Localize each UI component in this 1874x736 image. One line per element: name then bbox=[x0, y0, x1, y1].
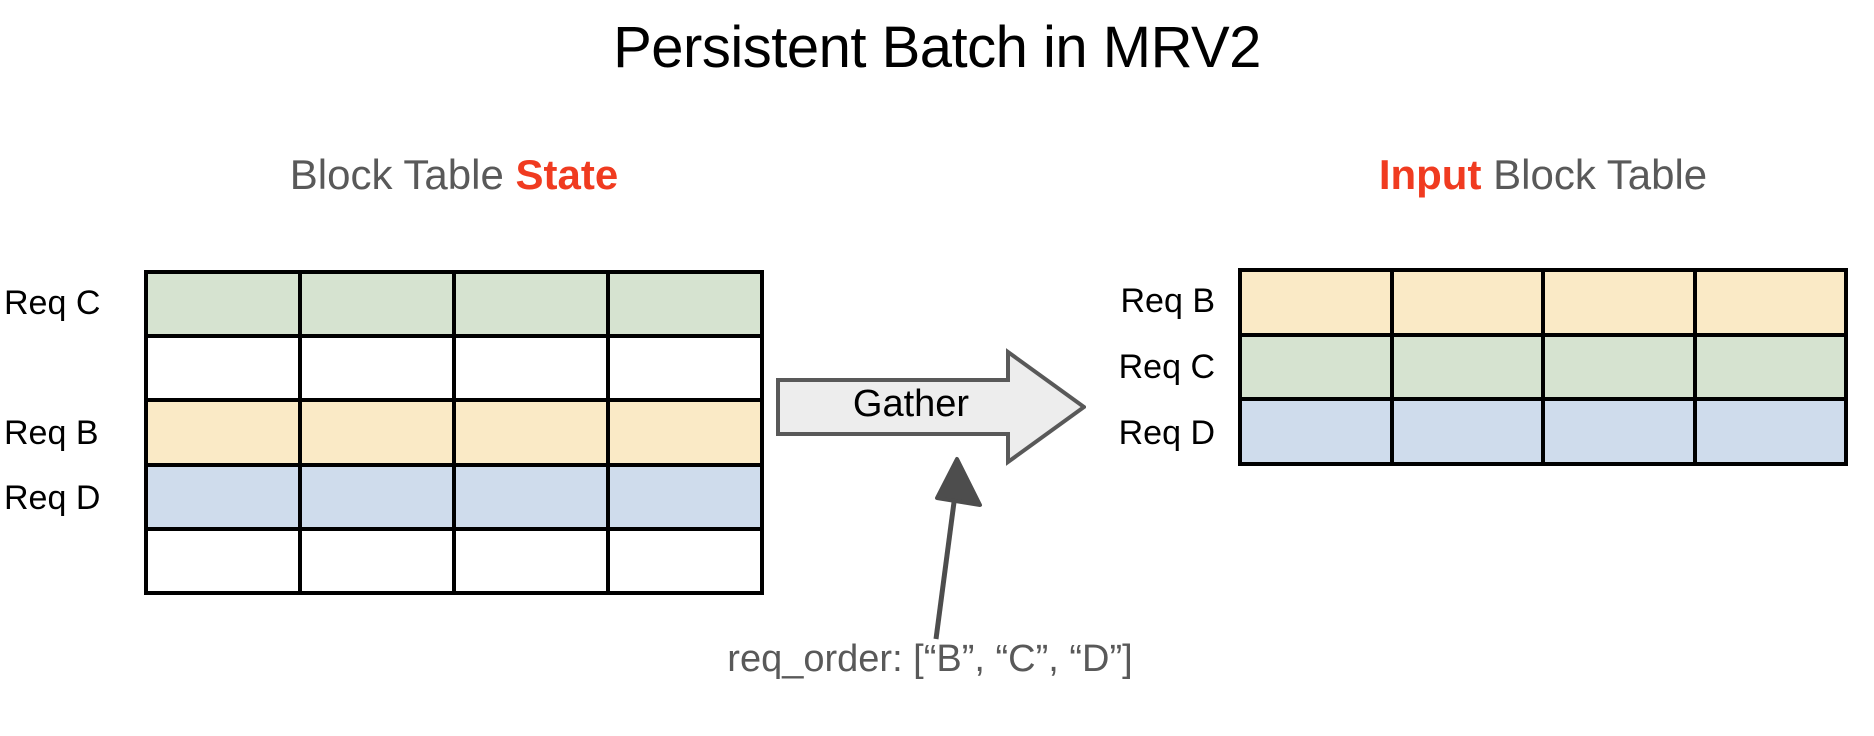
req-order-annotation: req_order: [“B”, “C”, “D”] bbox=[727, 638, 1133, 680]
table-cell bbox=[1242, 336, 1390, 398]
table-cell bbox=[610, 338, 760, 399]
table-cell bbox=[148, 466, 298, 527]
table-cell bbox=[302, 402, 452, 463]
row-label-req-b: Req B bbox=[1120, 282, 1216, 320]
row-label-req-c: Req C bbox=[1118, 348, 1215, 386]
table-cell bbox=[1242, 272, 1390, 333]
block-table-state-grid bbox=[144, 270, 764, 595]
gather-label: Gather bbox=[852, 383, 970, 425]
table-cell bbox=[456, 466, 606, 527]
heading-right-accent: Input bbox=[1378, 151, 1482, 198]
block-arrow-right-icon bbox=[776, 348, 1086, 466]
heading-left-accent: State bbox=[515, 151, 619, 198]
table-cell bbox=[610, 274, 760, 335]
table-cell bbox=[302, 274, 452, 335]
input-block-table-heading: Input Block Table bbox=[1238, 151, 1848, 198]
callout-arrow-up-icon bbox=[933, 457, 982, 640]
row-label-req-d: Req D bbox=[4, 478, 101, 517]
heading-right-suffix: Block Table bbox=[1481, 151, 1708, 198]
table-cell bbox=[610, 530, 760, 591]
table-cell bbox=[456, 402, 606, 463]
table-cell bbox=[456, 338, 606, 399]
table-cell bbox=[148, 274, 298, 335]
table-cell bbox=[1545, 272, 1693, 333]
row-label-req-b: Req B bbox=[4, 413, 99, 452]
table-cell bbox=[148, 338, 298, 399]
table-cell bbox=[1696, 401, 1844, 462]
table-cell bbox=[148, 530, 298, 591]
table-cell bbox=[1393, 336, 1541, 398]
block-table-state-heading: Block Table State bbox=[144, 151, 764, 198]
table-cell bbox=[610, 466, 760, 527]
row-label-req-c: Req C bbox=[4, 283, 101, 322]
input-block-table-grid bbox=[1238, 268, 1848, 466]
table-cell bbox=[302, 530, 452, 591]
table-cell bbox=[1545, 401, 1693, 462]
table-cell bbox=[456, 530, 606, 591]
table-cell bbox=[1696, 272, 1844, 333]
table-cell bbox=[1393, 401, 1541, 462]
heading-left-prefix: Block Table bbox=[289, 151, 516, 198]
table-cell bbox=[302, 338, 452, 399]
row-label-req-d: Req D bbox=[1118, 414, 1215, 452]
table-cell bbox=[302, 466, 452, 527]
table-cell bbox=[1545, 336, 1693, 398]
page-title: Persistent Batch in MRV2 bbox=[613, 15, 1261, 80]
table-cell bbox=[456, 274, 606, 335]
table-cell bbox=[610, 402, 760, 463]
table-cell bbox=[1393, 272, 1541, 333]
table-cell bbox=[148, 402, 298, 463]
table-cell bbox=[1696, 336, 1844, 398]
table-cell bbox=[1242, 401, 1390, 462]
